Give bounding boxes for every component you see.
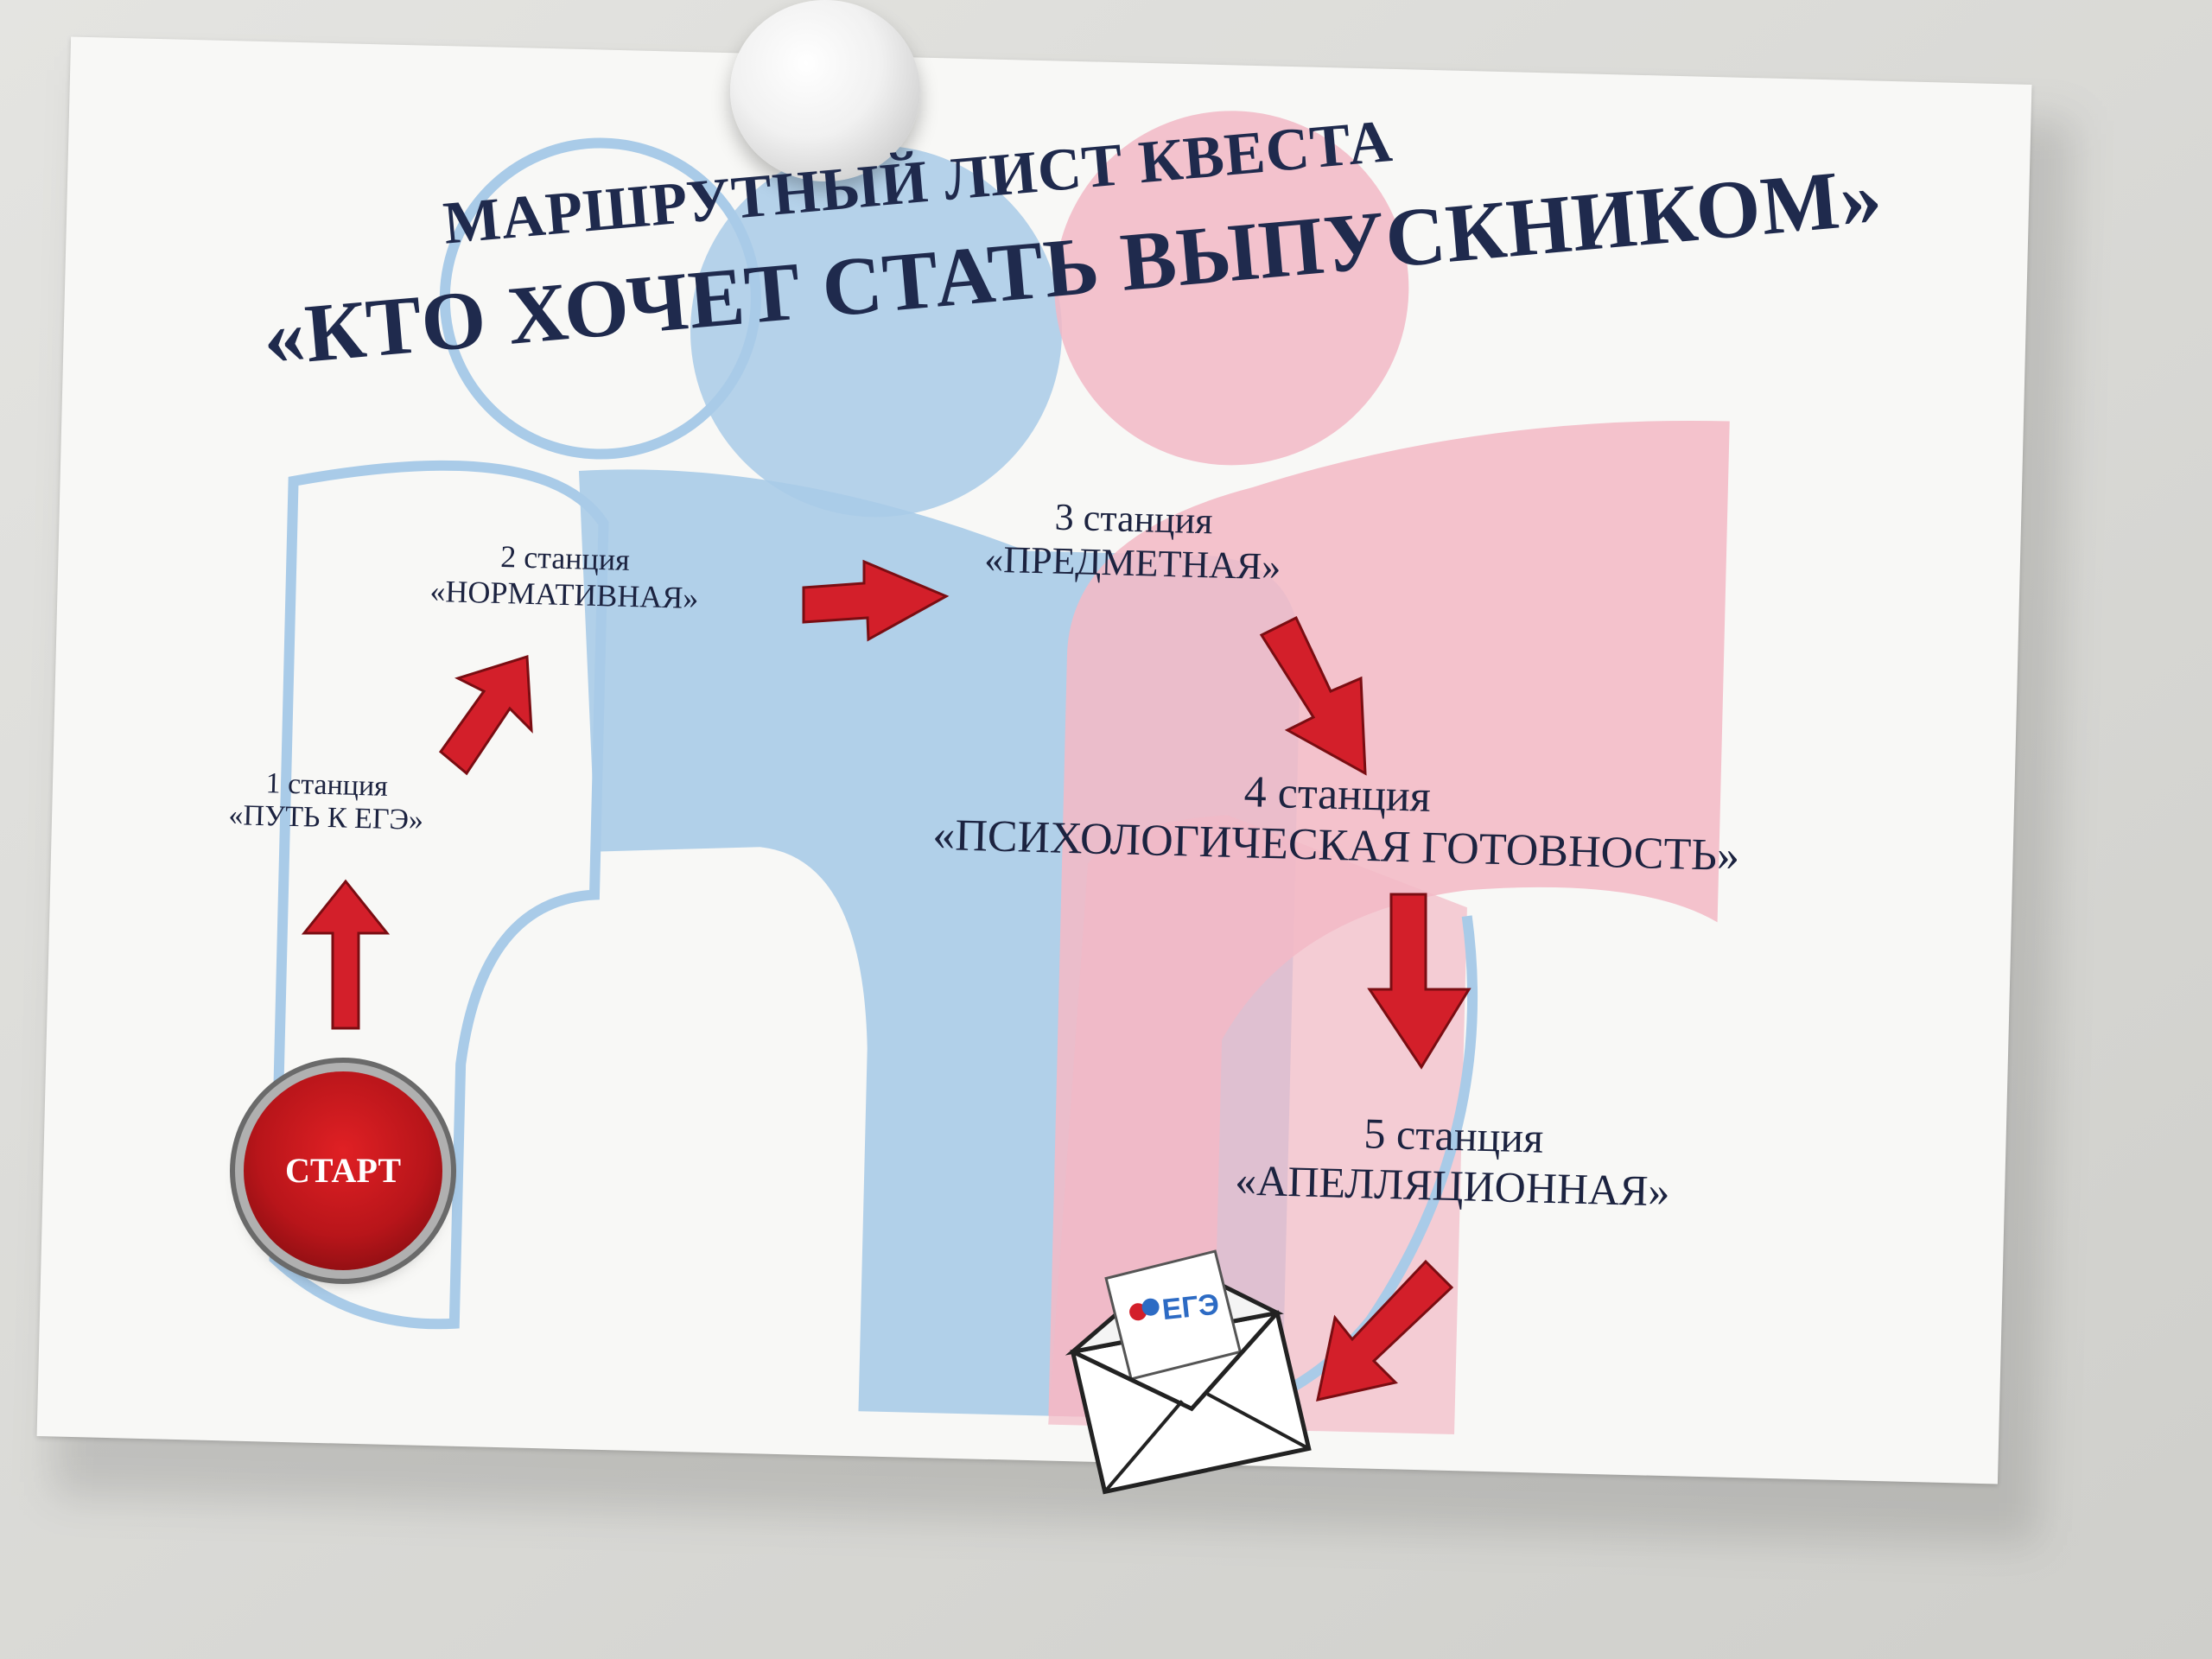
pink-figure-head bbox=[1054, 111, 1409, 466]
start-button-label: СТАРТ bbox=[284, 1151, 402, 1190]
station-2: 2 станция «НОРМАТИВНАЯ» bbox=[429, 537, 700, 616]
fridge-magnet bbox=[730, 0, 920, 181]
blue-figure-head bbox=[690, 145, 1063, 518]
blue-figure-outline-body bbox=[269, 460, 609, 1330]
arrow-station2-to-station3 bbox=[802, 559, 950, 642]
ege-logo-figure-blue bbox=[1141, 1298, 1160, 1316]
station-1: 1 станция «ПУТЬ К ЕГЭ» bbox=[228, 766, 424, 837]
station-3-name: «ПРЕДМЕТНАЯ» bbox=[983, 537, 1281, 588]
arrow-start-to-station1 bbox=[301, 879, 391, 1030]
station-3-number: 3 станция bbox=[1054, 495, 1214, 543]
station-3: 3 станция «ПРЕДМЕТНАЯ» bbox=[984, 493, 1282, 589]
envelope-icon: ЕГЭ bbox=[1065, 1249, 1312, 1495]
arrow-station4-to-station5 bbox=[1367, 893, 1471, 1070]
station-1-name: «ПУТЬ К ЕГЭ» bbox=[228, 799, 424, 836]
arrow-station5-to-envelope bbox=[1316, 1259, 1454, 1402]
station-1-number: 1 станция bbox=[265, 767, 389, 803]
arrow-station1-to-station2 bbox=[438, 654, 533, 776]
start-button: СТАРТ bbox=[244, 1071, 442, 1270]
pink-figure-body bbox=[1048, 420, 1730, 1421]
arrow-station3-to-station4 bbox=[1259, 615, 1367, 776]
ege-logo-text: ЕГЭ bbox=[1160, 1288, 1221, 1327]
station-5: 5 станция «АПЕЛЛЯЦИОННАЯ» bbox=[1235, 1104, 1672, 1216]
station-4: 4 станция «ПСИХОЛОГИЧЕСКАЯ ГОТОВНОСТЬ» bbox=[932, 759, 1742, 881]
station-2-name: «НОРМАТИВНАЯ» bbox=[429, 573, 699, 616]
